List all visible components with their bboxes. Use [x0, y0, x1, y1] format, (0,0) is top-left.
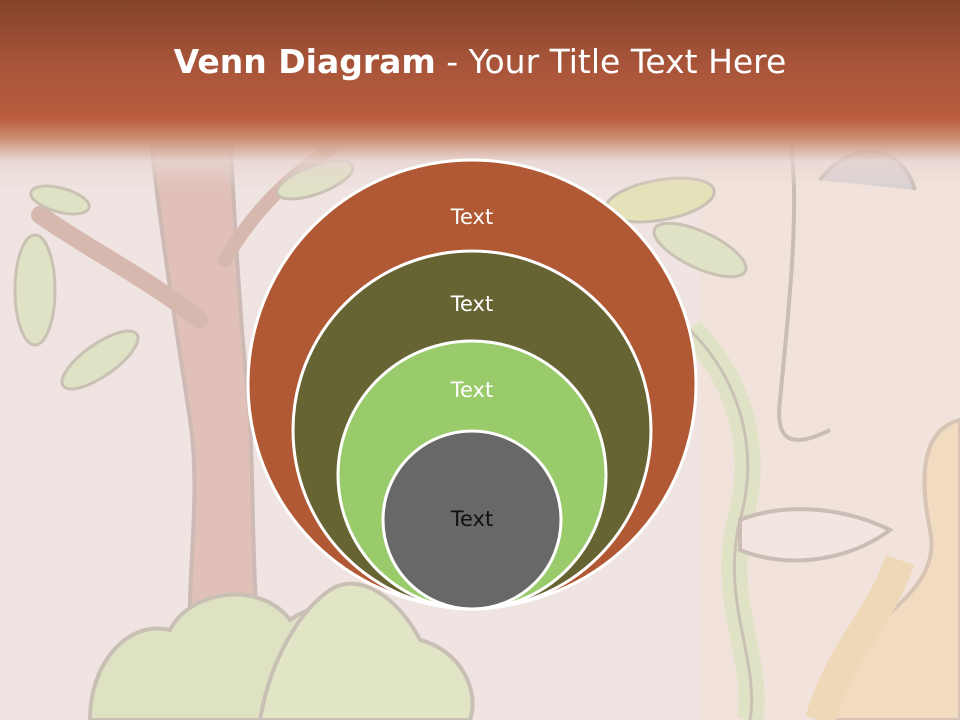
venn-label-3: Text: [450, 378, 493, 402]
title-bold: Venn Diagram: [173, 42, 436, 81]
venn-label-2: Text: [450, 292, 493, 316]
venn-circle-4: [381, 429, 563, 611]
venn-label-4: Text: [450, 507, 493, 531]
title-rest: - Your Title Text Here: [435, 42, 787, 81]
title-banner: [0, 0, 960, 190]
page-title: Venn Diagram - Your Title Text Here: [0, 40, 960, 84]
venn-label-1: Text: [450, 205, 493, 229]
